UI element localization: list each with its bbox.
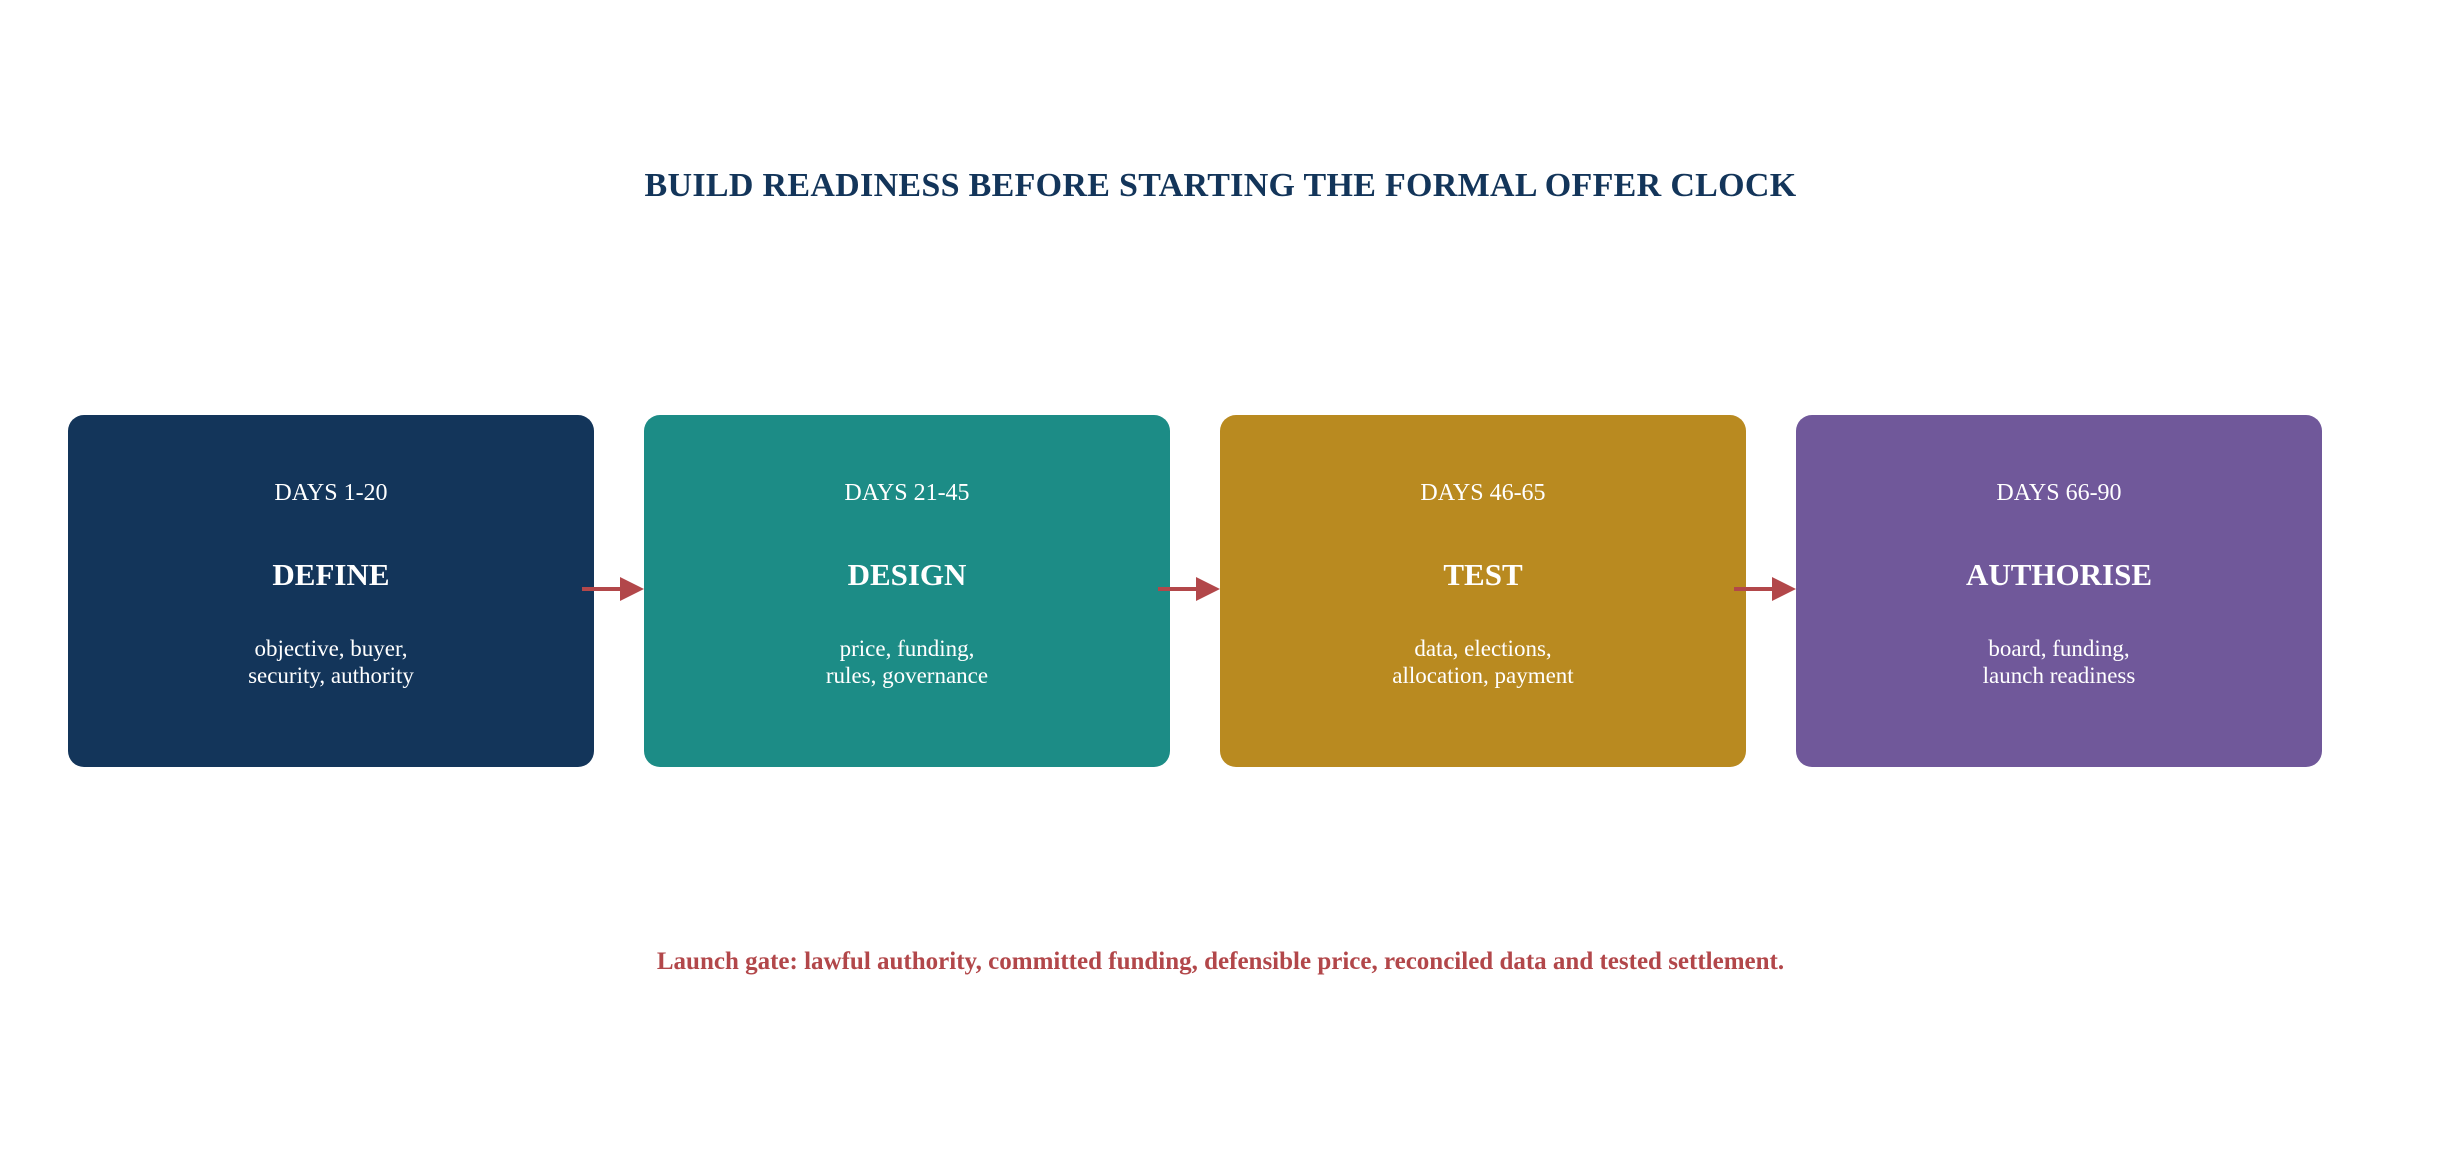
phase-detail: data, elections, allocation, payment	[1392, 636, 1574, 688]
launch-gate-note: Launch gate: lawful authority, committed…	[656, 948, 1785, 975]
phase-box-design: DAYS 21-45 DESIGN price, funding, rules,…	[644, 415, 1170, 767]
phase-box-authorise: DAYS 66-90 AUTHORISE board, funding, lau…	[1796, 415, 2322, 767]
phase-name: DEFINE	[272, 557, 390, 592]
phase-detail: objective, buyer, security, authority	[248, 636, 414, 688]
phase-days: DAYS 21-45	[844, 480, 970, 506]
phase-name: TEST	[1443, 557, 1523, 592]
phase-box-define: DAYS 1-20 DEFINE objective, buyer, secur…	[68, 415, 594, 767]
phase-days: DAYS 1-20	[274, 480, 388, 506]
phase-box-test: DAYS 46-65 TEST data, elections, allocat…	[1220, 415, 1746, 767]
phase-name: DESIGN	[847, 557, 967, 592]
phase-detail: board, funding, launch readiness	[1982, 636, 2136, 688]
phase-days: DAYS 66-90	[1996, 480, 2122, 506]
phase-days: DAYS 46-65	[1420, 480, 1546, 506]
phase-detail: price, funding, rules, governance	[825, 636, 989, 688]
diagram-title: BUILD READINESS BEFORE STARTING THE FORM…	[644, 167, 1797, 204]
phase-name: AUTHORISE	[1965, 557, 2153, 592]
